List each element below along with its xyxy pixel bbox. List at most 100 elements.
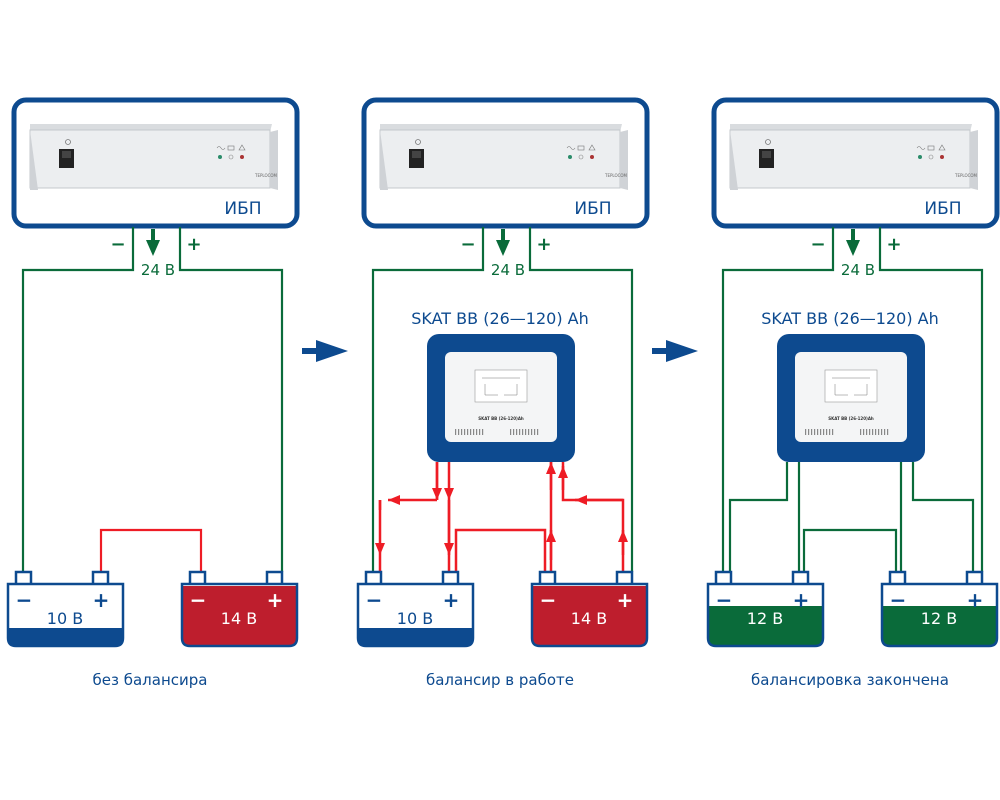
battery-charge-level [882,606,997,646]
wire-negative [21,227,135,572]
balancer-wire [911,462,975,572]
battery-plus-sign: + [793,588,810,612]
voltage-label: 24 В [841,261,875,279]
current-arrow-icon [546,530,556,542]
battery-plus-sign: + [617,588,634,612]
panel-caption: балансир в работе [426,671,574,689]
ups-label: ИБП [224,199,261,219]
current-arrow-icon [444,543,454,555]
battery-voltage-label: 10 В [397,609,433,628]
battery-charge-level [532,586,647,646]
series-link-wire [99,528,203,572]
battery: − +12 В [706,570,825,648]
panel-balancer-working: TEPLOCOM ИБП − +24 В SKAT BB (26—120) Ah SKAT… [356,97,650,689]
battery-charge-level [708,606,823,646]
battery-voltage-label: 14 В [221,609,257,628]
battery: − +12 В [880,570,999,648]
arrow-right-icon [652,340,698,362]
current-arrow-icon [575,495,587,505]
ups-device-image: TEPLOCOM [729,124,978,190]
battery-voltage-label: 12 В [921,609,957,628]
indicator-led [578,154,584,160]
balancer-title: SKAT BB (26—120) Ah [411,309,589,328]
balancer-wire [728,462,789,572]
panel-balancing-finished: TEPLOCOM ИБП − +24 В SKAT BB (26—120) Ah SKAT… [706,97,1000,689]
positive-sign: + [886,234,901,255]
current-arrow-icon [558,466,568,478]
current-arrow-icon [851,229,855,243]
battery: − +10 В [356,570,475,648]
balancer-device-image: SKAT BB (26-120)Ah [795,352,907,442]
negative-sign: − [810,234,825,255]
positive-sign: + [536,234,551,255]
battery-plus-sign: + [267,588,284,612]
indicator-led [568,155,572,159]
indicator-led [240,155,244,159]
battery-minus-sign: − [190,588,207,612]
balancer-device-image: SKAT BB (26-120)Ah [445,352,557,442]
series-link-wire [802,528,898,572]
battery-minus-sign: − [16,588,33,612]
wire-negative [721,227,835,572]
battery-charge-level [358,628,473,646]
balancer-model-text: SKAT BB (26-120)Ah [478,416,524,421]
current-arrow-icon [501,229,505,243]
indicator-led [940,155,944,159]
indicator-led [228,154,234,160]
negative-sign: − [460,234,475,255]
battery-minus-sign: − [716,588,733,612]
battery-voltage-label: 12 В [747,609,783,628]
balancer-model-text: SKAT BB (26-120)Ah [828,416,874,421]
indicator-led [918,155,922,159]
current-arrow-icon [444,488,454,500]
wire-positive [528,227,634,572]
battery-terminals [364,570,460,584]
current-arrow-icon [618,530,628,542]
battery: − +14 В [530,570,649,648]
negative-sign: − [110,234,125,255]
balancing-currents [375,462,628,572]
battery-terminals [888,570,984,584]
wire-negative [371,227,485,572]
ups-label: ИБП [924,199,961,219]
battery-voltage-label: 14 В [571,609,607,628]
voltage-label: 24 В [141,261,175,279]
ups-brand-text: TEPLOCOM [604,173,628,178]
battery-plus-sign: + [443,588,460,612]
battery-minus-sign: − [890,588,907,612]
panel-caption: без балансира [93,671,208,689]
battery-voltage-label: 10 В [47,609,83,628]
battery-terminals [14,570,110,584]
ups-label: ИБП [574,199,611,219]
current-arrow-icon [388,495,400,505]
balancer-title: SKAT BB (26—120) Ah [761,309,939,328]
battery-terminals [188,570,284,584]
ups-device-image: TEPLOCOM [379,124,628,190]
wire-positive [178,227,284,572]
battery-charge-level [8,628,123,646]
current-arrow-icon [375,543,385,555]
ups-brand-text: TEPLOCOM [254,173,278,178]
positive-sign: + [186,234,201,255]
panel-caption: балансировка закончена [751,671,949,689]
battery-terminals [714,570,810,584]
power-icon [65,139,71,145]
battery-plus-sign: + [967,588,984,612]
power-icon [765,139,771,145]
arrow-right-icon [302,340,348,362]
wire-positive [878,227,984,572]
current-arrow-icon [546,462,556,474]
battery: − +14 В [180,570,299,648]
battery-minus-sign: − [540,588,557,612]
voltage-label: 24 В [491,261,525,279]
indicator-led [590,155,594,159]
current-arrow-icon [151,229,155,243]
battery-terminals [538,570,634,584]
indicator-led [218,155,222,159]
battery: −+10 В [6,570,125,648]
ups-brand-text: TEPLOCOM [954,173,978,178]
battery-minus-sign: − [366,588,383,612]
power-icon [415,139,421,145]
